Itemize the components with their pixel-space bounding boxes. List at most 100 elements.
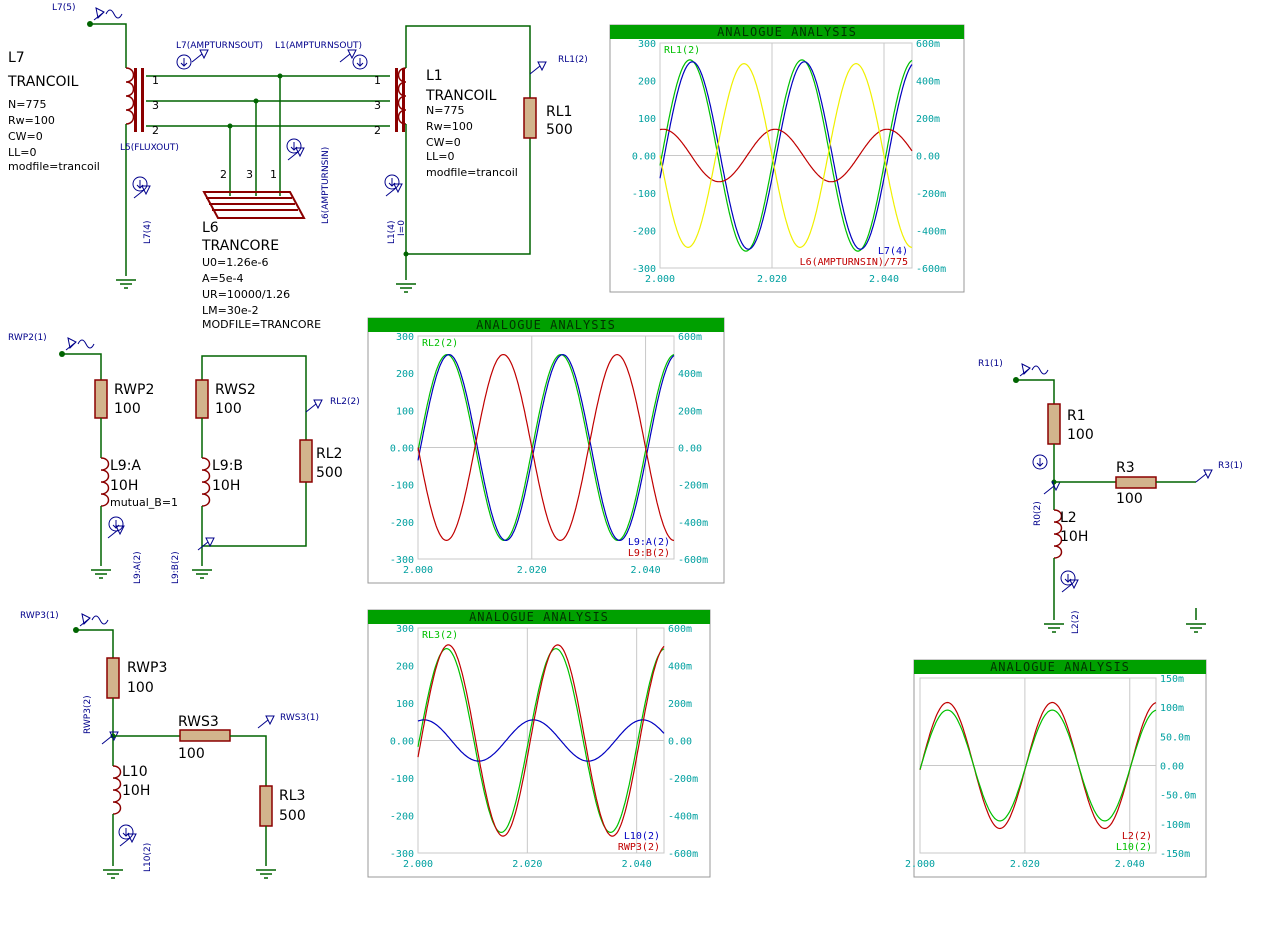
y2-tick-label: 50.0m <box>1160 732 1190 743</box>
r1-circuit: R1(1) R1 100 R3 100 R3(1) R0(2) L2 10H L… <box>978 359 1243 634</box>
R3-value: 100 <box>1116 491 1143 507</box>
R3-resistor[interactable] <box>1115 476 1157 489</box>
scope-title: ANALOGUE ANALYSIS <box>469 610 609 624</box>
y-tick-label: 100 <box>396 406 414 417</box>
y-tick-label: 0.00 <box>390 444 414 455</box>
ammeter-icon[interactable] <box>352 54 368 70</box>
y2-tick-label: 0.00 <box>1160 762 1184 773</box>
scope-title-bar <box>368 318 724 332</box>
probe-label: R0(2) <box>1033 501 1043 526</box>
scope-title: ANALOGUE ANALYSIS <box>717 25 857 39</box>
ammeter-icon[interactable] <box>118 824 134 840</box>
L6-name: L6 <box>202 220 219 236</box>
L10-name: L10 <box>122 764 148 780</box>
y2-tick-label: -600m <box>916 264 946 275</box>
x-tick-label: 2.020 <box>512 859 542 870</box>
RWP3-resistor[interactable] <box>106 657 120 699</box>
y-tick-label: -300 <box>632 264 656 275</box>
ammeter-icon[interactable] <box>1060 570 1076 586</box>
ground-icon <box>191 569 213 579</box>
L1-param: LL=0 <box>426 150 454 163</box>
series-line <box>417 353 675 542</box>
x-tick-label: 2.040 <box>631 565 661 576</box>
probe-label: L10(2) <box>143 843 153 872</box>
ground-icon <box>90 569 112 579</box>
L2-name: L2 <box>1060 510 1077 526</box>
series-label: RL1(2) <box>664 45 700 56</box>
scope-chart[interactable]: ANALOGUE ANALYSIS3002001000.00-100-200-3… <box>609 24 965 293</box>
RWS2-resistor[interactable] <box>195 379 209 419</box>
scope-title-bar <box>914 660 1206 674</box>
y-tick-label: -200 <box>390 812 414 823</box>
RL3-resistor[interactable] <box>259 785 273 827</box>
scope-chart[interactable]: ANALOGUE ANALYSIS3002001000.00-100-200-3… <box>367 317 725 584</box>
L9A-param: mutual_B=1 <box>110 496 178 509</box>
R1-name: R1 <box>1067 408 1086 424</box>
series-line <box>659 128 913 183</box>
y2-tick-label: 150m <box>1160 674 1184 685</box>
scope-title: ANALOGUE ANALYSIS <box>476 318 616 332</box>
y2-tick-label: 600m <box>678 332 702 343</box>
RWP3-value: 100 <box>127 680 154 696</box>
ammeter-icon[interactable] <box>108 516 124 532</box>
y2-tick-label: 600m <box>668 624 692 635</box>
y2-tick-label: 200m <box>916 114 940 125</box>
x-tick-label: 2.020 <box>517 565 547 576</box>
RL1-resistor[interactable] <box>523 97 537 139</box>
L10-coil[interactable] <box>112 765 122 815</box>
L6-param: A=5e-4 <box>202 272 243 285</box>
L1-coil[interactable] <box>397 67 407 125</box>
y2-tick-label: -50.0m <box>1160 791 1196 802</box>
L9A-coil[interactable] <box>100 457 110 507</box>
y2-tick-label: 200m <box>678 406 702 417</box>
ammeter-icon[interactable] <box>286 138 302 154</box>
L6-type: TRANCORE <box>201 238 279 254</box>
L6-core[interactable] <box>202 191 306 219</box>
L1-param: CW=0 <box>426 136 461 149</box>
ammeter-icon[interactable] <box>384 174 400 190</box>
scope-chart[interactable]: ANALOGUE ANALYSIS150m100m50.0m0.00-50.0m… <box>905 659 1207 878</box>
ground-icon <box>115 279 137 289</box>
transformer-circuit: L7(5) L7 TRANCOIL N=775 Rw=100 CW=0 LL=0… <box>7 3 588 331</box>
L7-param: N=775 <box>8 98 46 111</box>
y2-tick-label: -200m <box>668 774 698 785</box>
R1-resistor[interactable] <box>1047 403 1061 445</box>
y2-tick-label: 0.00 <box>916 152 940 163</box>
RL2-resistor[interactable] <box>299 439 313 483</box>
pin-number: 2 <box>220 168 227 181</box>
y2-tick-label: 400m <box>668 662 692 673</box>
ammeter-icon[interactable] <box>132 176 148 192</box>
ammeter-icon[interactable] <box>1032 454 1048 470</box>
y2-tick-label: -400m <box>668 812 698 823</box>
ammeter-icon[interactable] <box>176 54 192 70</box>
RL1-name: RL1 <box>546 104 572 120</box>
pin-number: 3 <box>152 99 159 112</box>
L7-coil[interactable] <box>125 67 135 125</box>
L9B-coil[interactable] <box>201 457 211 507</box>
y2-tick-label: -150m <box>1160 849 1190 860</box>
y-tick-label: 200 <box>396 369 414 380</box>
L1-param: Rw=100 <box>426 120 473 133</box>
scope-chart[interactable]: ANALOGUE ANALYSIS3002001000.00-100-200-3… <box>367 609 711 878</box>
probe-label: L1(4) <box>387 221 397 245</box>
series-label: L10(2) <box>624 831 660 842</box>
x-tick-label: 2.020 <box>1010 859 1040 870</box>
series-line <box>417 644 665 837</box>
RWS3-resistor[interactable] <box>179 729 231 742</box>
L7-param: Rw=100 <box>8 114 55 127</box>
y2-tick-label: -600m <box>678 555 708 566</box>
y-tick-label: -300 <box>390 849 414 860</box>
L2-coil[interactable] <box>1053 509 1063 559</box>
series-line <box>659 59 913 252</box>
RWP2-resistor[interactable] <box>94 379 108 419</box>
L9A-name: L9:A <box>110 458 141 474</box>
series-line <box>919 701 1157 830</box>
pin-number: 1 <box>270 168 277 181</box>
series-label: L7(4) <box>878 246 908 257</box>
probe-label: L7(5) <box>52 3 76 13</box>
scope-title-bar <box>368 610 710 624</box>
x-tick-label: 2.040 <box>869 274 899 285</box>
probe-label: RL1(2) <box>558 55 588 65</box>
series-line <box>659 61 913 250</box>
